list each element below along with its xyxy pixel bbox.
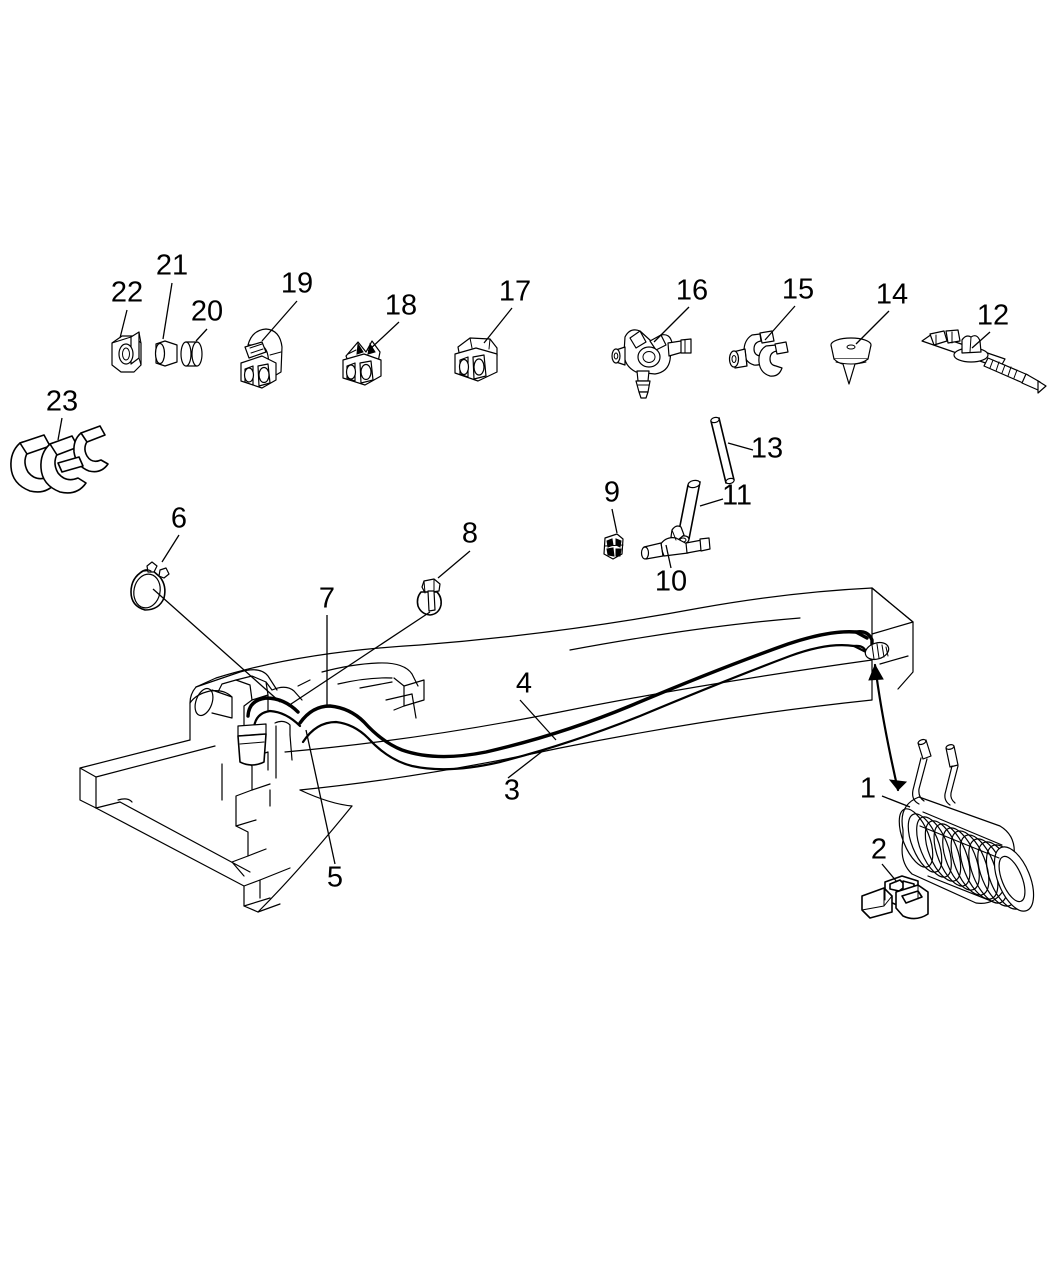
part-16-tee-valve-connector <box>611 329 692 399</box>
part-23-double-saddle-clip <box>10 425 109 494</box>
part-2-line-retainer-block <box>861 875 929 920</box>
part-18-twin-barrel-clip-winged <box>342 340 382 386</box>
part-21-bushing-stepped <box>154 340 178 367</box>
callout-11: 11 <box>722 480 752 512</box>
callout-numbers: 1 2 3 4 5 6 7 8 9 10 11 12 13 14 15 16 1… <box>46 250 1009 894</box>
callout-13: 13 <box>751 433 783 465</box>
part-8-push-in-retainer-clip <box>416 578 442 616</box>
line-entry-grommet <box>864 641 890 661</box>
part-12-cable-strap-tie <box>921 329 1047 394</box>
callout-4: 4 <box>516 668 532 700</box>
part-19-bracket-clip-tall <box>240 328 283 389</box>
callout-9: 9 <box>604 477 620 509</box>
callout-17: 17 <box>499 276 531 308</box>
part-13-hose-tube-long <box>710 416 735 485</box>
callout-2: 2 <box>871 834 887 866</box>
callout-19: 19 <box>281 268 313 300</box>
callout-15: 15 <box>782 274 814 306</box>
callout-14: 14 <box>876 279 908 311</box>
callout-23: 23 <box>46 386 78 418</box>
part-14-conical-push-pin <box>830 337 872 385</box>
part-5-line-junction-boot <box>237 723 267 766</box>
fuel-line-routing <box>298 629 874 771</box>
callout-16: 16 <box>676 275 708 307</box>
part-7-hose-bend-upper <box>246 696 302 729</box>
part-6-hose-clamp-spring <box>130 561 170 611</box>
callout-7: 7 <box>319 583 335 615</box>
callout-6: 6 <box>171 503 187 535</box>
callout-22: 22 <box>111 277 143 309</box>
callout-1: 1 <box>860 773 876 805</box>
part-15-double-c-clip <box>728 330 789 377</box>
callout-10: 10 <box>655 566 687 598</box>
callout-21: 21 <box>156 250 188 282</box>
part-17-twin-barrel-clip <box>454 337 498 382</box>
callout-8: 8 <box>462 518 478 550</box>
callout-3: 3 <box>504 775 520 807</box>
callout-12: 12 <box>977 300 1009 332</box>
part-20-grommet-small <box>180 341 203 367</box>
part-9-small-clip <box>603 533 624 560</box>
part-1-coiled-hose-bundle <box>898 738 1035 912</box>
part-10-tee-connector <box>640 525 711 560</box>
part-22-hex-nut-fitting <box>111 331 142 373</box>
callout-5: 5 <box>327 862 343 894</box>
callout-18: 18 <box>385 290 417 322</box>
callout-leader-lines <box>57 282 991 883</box>
callout-20: 20 <box>191 296 223 328</box>
